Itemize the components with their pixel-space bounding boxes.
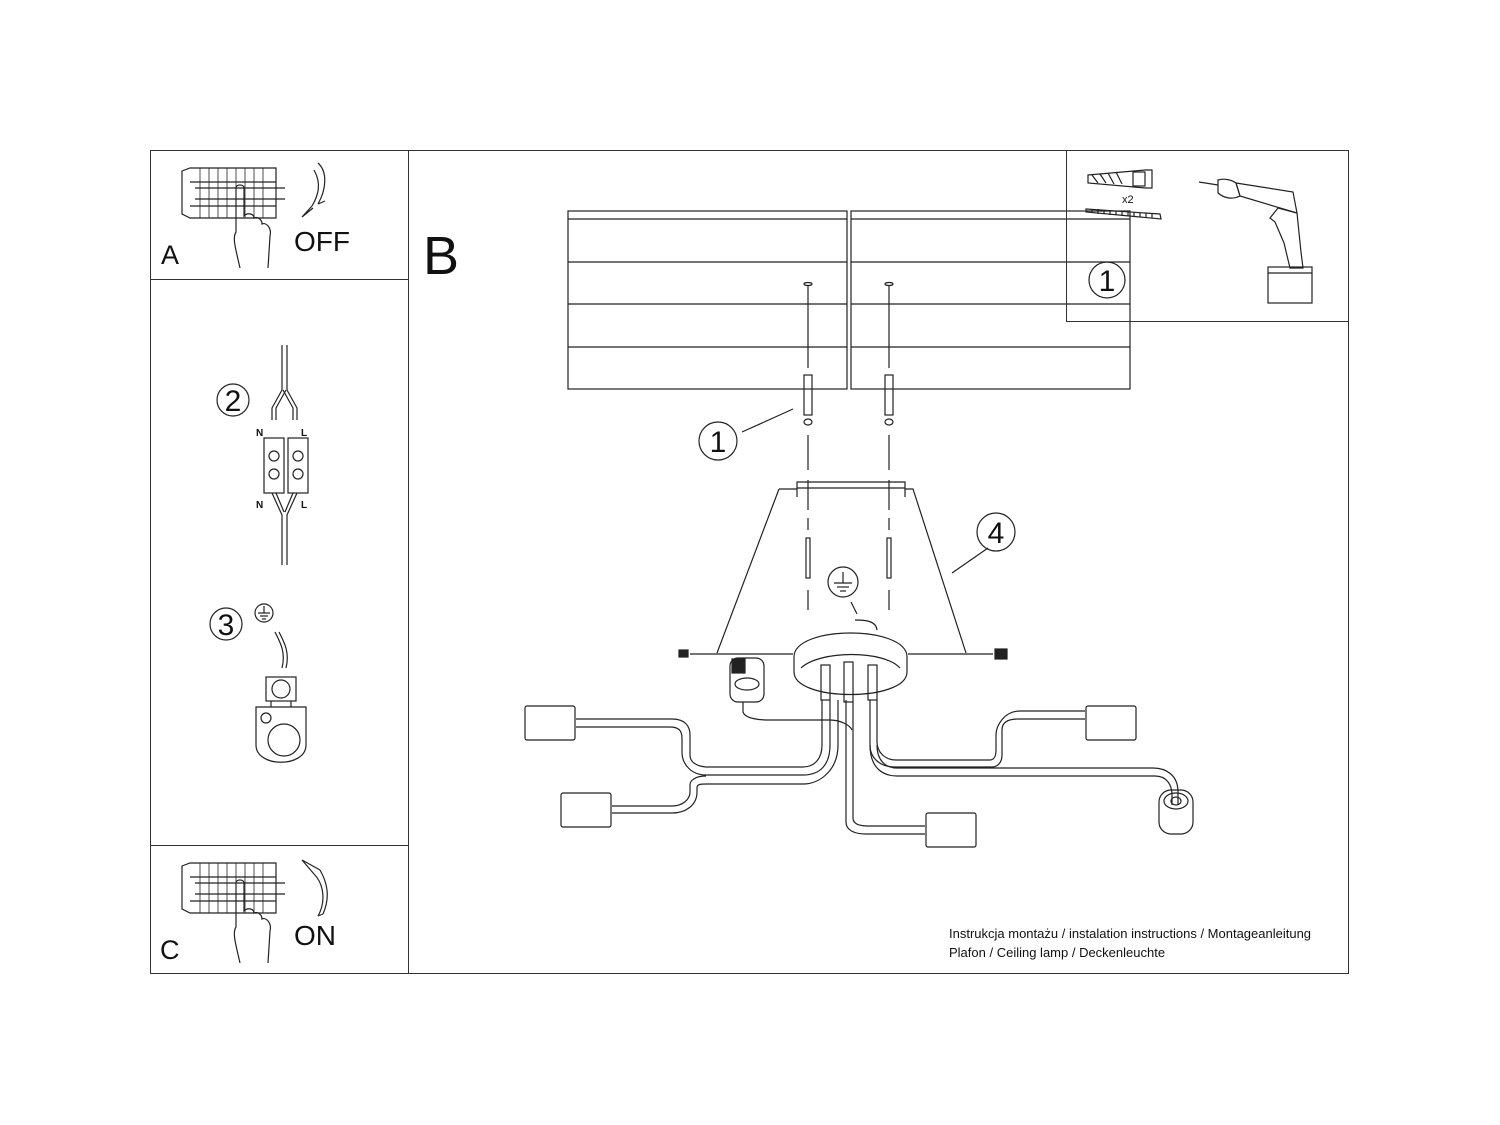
terminal-block-wiring	[263, 345, 309, 565]
step-1-tools-number: 1	[1099, 265, 1116, 298]
terminal-top-n: N	[256, 428, 263, 439]
step-1-mount-circle	[698, 421, 738, 461]
step-3-circle	[209, 607, 243, 641]
lampholder-left-bottom	[560, 792, 612, 828]
panel-left-wiring	[150, 279, 409, 846]
wall-plug-icon	[1087, 169, 1153, 189]
quantity-label: x2	[1122, 194, 1134, 206]
circuit-breaker-icon	[181, 167, 285, 219]
ground-terminal	[254, 603, 307, 763]
caption-line-2: Plafon / Ceiling lamp / Deckenleuchte	[949, 945, 1166, 960]
step-1-tools-circle	[1088, 261, 1126, 299]
switch-off-label: OFF	[294, 226, 350, 257]
wall-plug-icon	[803, 281, 894, 470]
side-screw-right	[994, 648, 1008, 660]
caption-line-1: Instrukcja montażu / instalation instruc…	[949, 926, 1312, 941]
screw-icon	[805, 518, 892, 610]
canopy-outline	[716, 488, 967, 654]
panel-b-letter: B	[423, 226, 460, 286]
panel-a-switch-off	[150, 150, 409, 280]
hand-icon	[233, 879, 271, 964]
step-4-circle	[976, 512, 1016, 552]
step-2-circle	[216, 383, 250, 417]
document-caption: Instrukcja montażu / instalation instruc…	[949, 924, 1311, 962]
circuit-breaker-icon	[181, 862, 285, 914]
lampholder-right-socket	[1158, 789, 1194, 835]
leader-line-4	[951, 547, 989, 574]
screw-icon	[1085, 208, 1162, 220]
leader-line-1	[741, 408, 794, 433]
curved-arrow-up-icon	[301, 859, 328, 917]
lampholder-left-top	[524, 705, 576, 741]
panel-tools	[1066, 150, 1349, 322]
curved-arrow-down-icon	[301, 162, 326, 218]
ground-symbol-icon	[827, 566, 878, 631]
terminal-bottom-l: L	[301, 500, 307, 511]
step-4-number: 4	[988, 517, 1005, 550]
step-2-number: 2	[225, 385, 242, 418]
lamp-socket	[729, 657, 853, 731]
terminal-bottom-n: N	[256, 500, 263, 511]
lampholder-right-top	[1085, 705, 1137, 741]
step-1-mount-number: 1	[710, 426, 727, 459]
drill-icon	[1198, 178, 1313, 304]
panel-c-letter: C	[160, 935, 180, 965]
lampholder-center-bottom	[925, 812, 977, 848]
mounting-bracket	[796, 480, 906, 510]
ceiling-boards	[567, 210, 1131, 390]
panel-c-switch-on	[150, 845, 409, 974]
side-screw-left	[678, 649, 689, 658]
panel-a-letter: A	[161, 240, 180, 270]
step-3-number: 3	[218, 609, 235, 642]
lamp-arms	[576, 700, 1179, 835]
ceiling-canopy-base	[793, 632, 908, 703]
terminal-top-l: L	[301, 428, 307, 439]
hand-icon	[233, 184, 271, 269]
switch-on-label: ON	[294, 920, 336, 951]
